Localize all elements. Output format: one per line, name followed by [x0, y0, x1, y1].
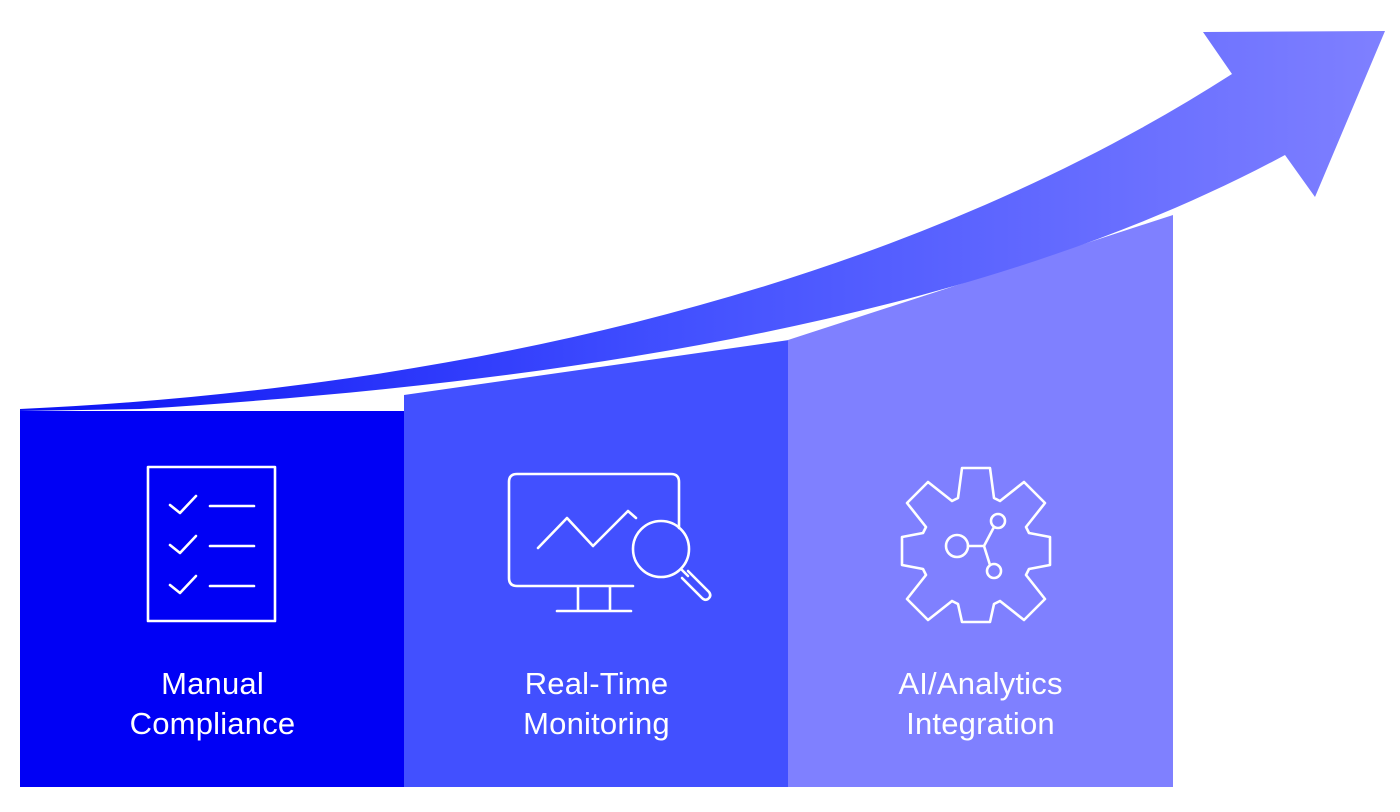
step-block-real-time-monitoring: [404, 340, 789, 787]
growth-arrow: [20, 31, 1385, 411]
monitor-chart-magnifier-icon: [507, 472, 712, 613]
checklist-icon: [146, 465, 277, 623]
step-block-manual-compliance: [20, 411, 405, 787]
gear-network-icon: [900, 466, 1052, 624]
step-block-ai-analytics-integration: [788, 215, 1173, 787]
